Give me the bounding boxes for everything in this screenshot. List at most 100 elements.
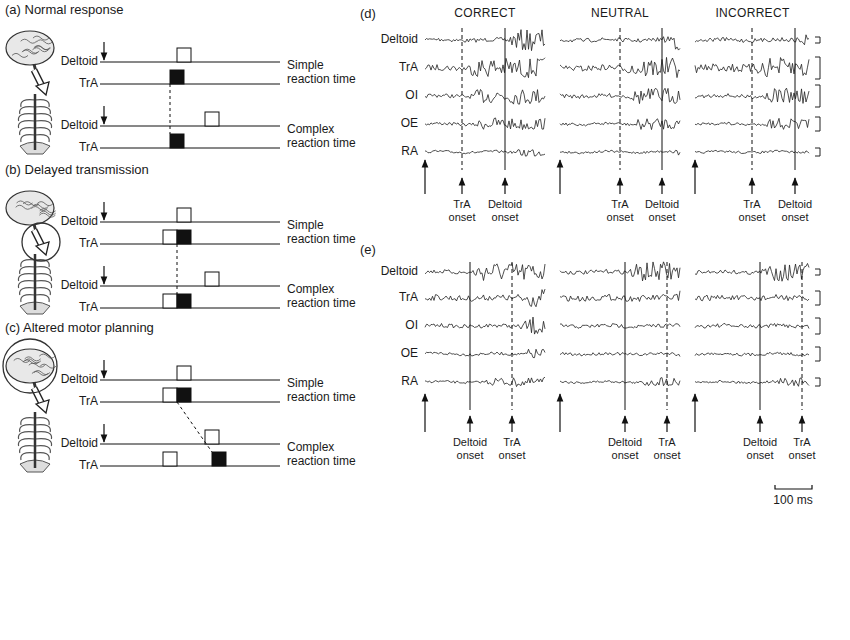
emg-trace — [425, 377, 545, 386]
trace-name: Deltoid — [61, 215, 98, 229]
brain-outline — [6, 31, 54, 65]
tra-pulse-filled — [177, 388, 191, 402]
deltoid-onset-line — [505, 28, 506, 170]
onset-arrow — [504, 178, 505, 194]
muscle-name: TrA — [399, 291, 418, 305]
emg-trace — [425, 317, 545, 334]
emg-trace — [695, 263, 809, 281]
muscle-name: RA — [401, 145, 418, 159]
brain-fold — [40, 364, 56, 368]
brain-fold — [39, 354, 55, 358]
trace-name: TrA — [79, 237, 98, 251]
timeline — [100, 444, 280, 445]
highlight-circle — [22, 223, 60, 261]
condition-label: Simple reaction time — [287, 377, 359, 405]
brain-fold — [23, 360, 39, 364]
time-scale-bar — [775, 485, 812, 489]
muscle-name: OI — [405, 319, 418, 333]
emg-trace — [695, 58, 809, 77]
schematic-panels — [3, 31, 280, 472]
scale-bracket — [815, 318, 820, 334]
timeline — [100, 466, 280, 467]
panel-title: (c) Altered motor planning — [5, 321, 154, 336]
trace-name: Deltoid — [61, 55, 98, 69]
descending-arrow-outer — [34, 230, 42, 246]
column-header: INCORRECT — [715, 7, 789, 21]
stimulus-arrow — [559, 160, 560, 194]
emg-trace — [425, 263, 545, 280]
muscle-name: TrA — [399, 61, 418, 75]
rib — [20, 128, 35, 135]
rib — [35, 432, 52, 439]
emg-panels — [425, 28, 820, 489]
tra-pulse-filled — [177, 294, 191, 308]
stimulus-arrow — [559, 394, 560, 432]
tra-onset-line — [462, 28, 463, 170]
brain-outline — [6, 191, 54, 225]
schematic-panel — [6, 191, 280, 314]
trace-name: TrA — [79, 301, 98, 315]
condition-label: Simple reaction time — [287, 59, 359, 87]
trace-name: Deltoid — [61, 373, 98, 387]
brain-fold — [31, 207, 47, 211]
brain-fold — [17, 201, 33, 205]
rib — [21, 100, 35, 107]
muscle-name: OI — [405, 89, 418, 103]
scale-label: 100 ms — [773, 494, 812, 508]
emg-trace — [425, 58, 545, 78]
panel-title: (d) — [360, 7, 376, 22]
onset-label: TrA onset — [449, 198, 476, 223]
panel-title: (a) Normal response — [5, 3, 124, 18]
open-pulse — [177, 366, 191, 380]
tra-pulse-filled — [170, 134, 184, 148]
rib — [20, 425, 35, 432]
emg-trace — [695, 352, 809, 356]
stimulus-arrow — [694, 394, 695, 432]
open-pulse — [177, 208, 191, 222]
tra-onset-line — [752, 28, 753, 170]
onset-arrow — [759, 416, 760, 432]
onset-label: TrA onset — [499, 436, 526, 461]
onset-label: TrA onset — [654, 436, 681, 461]
deltoid-onset-line — [625, 262, 626, 410]
condition-label: Simple reaction time — [287, 219, 359, 247]
brain-fold — [12, 53, 28, 57]
rib — [18, 114, 35, 121]
rib — [20, 267, 35, 274]
onset-label: TrA onset — [789, 436, 816, 461]
descending-arrow-head — [36, 82, 49, 95]
emg-trace — [560, 352, 680, 356]
onset-arrow — [619, 178, 620, 194]
tra-pulse-filled — [170, 70, 184, 84]
muscle-name: OE — [401, 347, 418, 361]
brain-fold — [21, 39, 37, 43]
trace-name: Deltoid — [61, 437, 98, 451]
muscle-name: Deltoid — [381, 33, 418, 47]
descending-arrow-inner — [34, 70, 42, 86]
rib — [18, 432, 35, 439]
onset-label: Deltoid onset — [645, 198, 679, 223]
muscle-name: OE — [401, 117, 418, 131]
brain-fold — [39, 213, 55, 217]
rib — [18, 281, 35, 288]
timeline — [100, 84, 280, 85]
timeline — [100, 126, 280, 127]
trace-name: Deltoid — [61, 279, 98, 293]
panel-title: (e) — [360, 243, 376, 258]
spine — [34, 254, 37, 310]
scale-bracket — [815, 37, 820, 43]
brain-outline — [6, 349, 54, 383]
stimulus-arrow — [103, 106, 104, 124]
emg-trace — [425, 30, 545, 51]
emg-trace — [425, 289, 545, 307]
condition-label: Complex reaction time — [287, 283, 359, 311]
tra-pulse-filled — [177, 230, 191, 244]
descending-arrow-inner — [34, 230, 42, 246]
dashed-link — [170, 84, 171, 134]
open-pulse — [177, 48, 191, 62]
onset-arrow — [666, 416, 667, 432]
onset-arrow — [469, 416, 470, 432]
onset-label: Deltoid onset — [743, 436, 777, 461]
open-pulse — [163, 230, 177, 244]
